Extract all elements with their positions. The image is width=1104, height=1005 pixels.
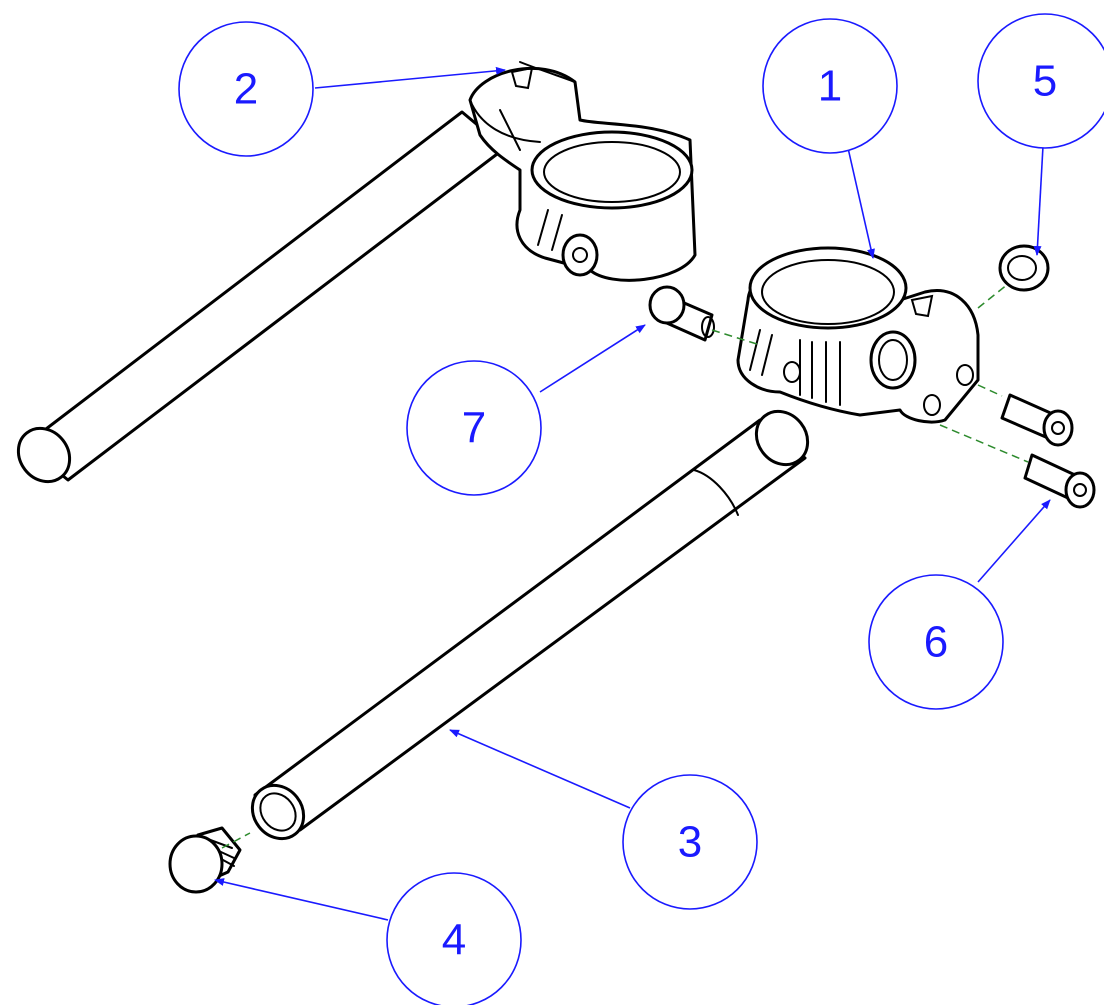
leader-3 bbox=[449, 729, 631, 809]
callout-balloon-4: 4 bbox=[386, 872, 522, 1005]
leader-1 bbox=[847, 147, 875, 259]
assembly-axes bbox=[221, 283, 1029, 849]
part-4-bar-end-plug bbox=[168, 826, 242, 894]
callout-balloon-5: 5 bbox=[977, 13, 1104, 149]
callout-balloon-6: 6 bbox=[868, 574, 1004, 710]
leader-7 bbox=[539, 324, 646, 393]
part-5-washer bbox=[998, 244, 1050, 292]
callout-label-1: 1 bbox=[818, 62, 842, 111]
callout-balloon-1: 1 bbox=[762, 18, 898, 154]
leader-6 bbox=[977, 499, 1051, 583]
callout-label-2: 2 bbox=[234, 65, 258, 114]
part-1-clamp bbox=[736, 246, 980, 424]
part-3-handlebar-tube bbox=[250, 409, 810, 841]
callout-label-5: 5 bbox=[1033, 57, 1057, 106]
part-6-socket-screws bbox=[1000, 393, 1096, 509]
callout-label-6: 6 bbox=[924, 618, 948, 667]
part-2-clamp-with-bar bbox=[16, 61, 697, 484]
leader-5 bbox=[1033, 145, 1044, 256]
callout-label-7: 7 bbox=[462, 404, 486, 453]
callout-balloons: 1 2 3 4 5 6 7 bbox=[178, 13, 1104, 1005]
callout-label-4: 4 bbox=[442, 916, 466, 965]
callout-balloon-3: 3 bbox=[622, 774, 758, 910]
callout-balloon-2: 2 bbox=[178, 21, 314, 157]
leader-4 bbox=[214, 878, 389, 921]
callout-label-3: 3 bbox=[678, 818, 702, 867]
callout-balloon-7: 7 bbox=[406, 360, 542, 496]
leader-lines bbox=[214, 66, 1051, 921]
leader-2 bbox=[314, 66, 506, 89]
part-7-shoulder-bolt bbox=[648, 285, 715, 342]
